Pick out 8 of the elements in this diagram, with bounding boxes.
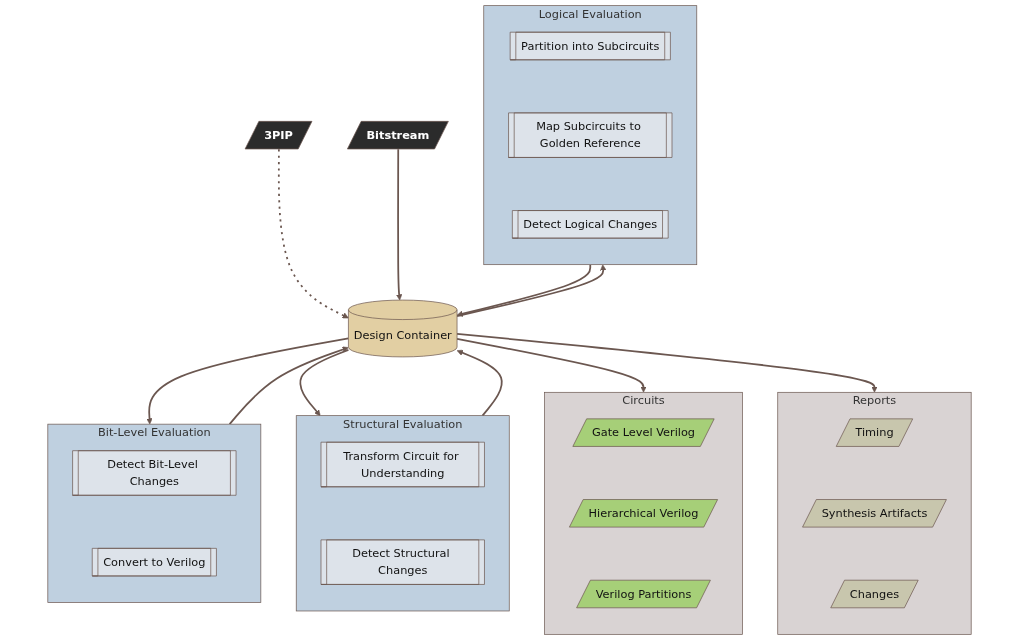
arrow [396, 148, 403, 301]
arrow [456, 338, 647, 393]
arrow [456, 332, 878, 393]
arrow [299, 349, 350, 416]
arrow [456, 349, 503, 417]
arrow [277, 148, 349, 319]
arrow [146, 337, 350, 425]
arrow [228, 346, 349, 426]
